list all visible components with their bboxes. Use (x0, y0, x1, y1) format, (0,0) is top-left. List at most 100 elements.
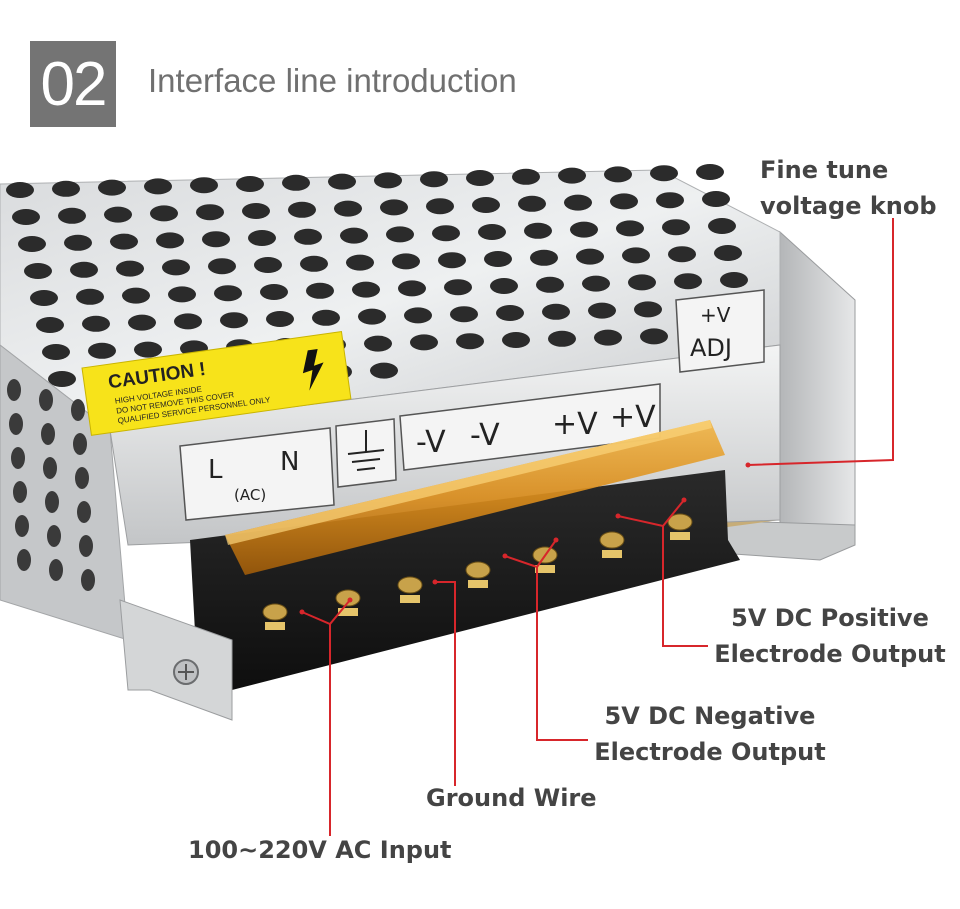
vent-hole (13, 481, 27, 503)
vent-hole (104, 206, 132, 223)
label-adj: ADJ (690, 334, 732, 362)
label-adj-plus-v: +V (700, 303, 731, 327)
vent-hole (134, 341, 162, 358)
vent-hole (714, 245, 742, 261)
vent-hole (380, 199, 408, 216)
vent-hole (300, 255, 328, 272)
vent-hole (88, 342, 116, 359)
vent-hole (668, 246, 696, 263)
vent-hole (604, 166, 632, 183)
vent-hole (42, 344, 70, 360)
vent-hole (24, 263, 52, 279)
vent-hole (49, 559, 63, 581)
vent-hole (616, 220, 644, 237)
vent-hole (558, 167, 586, 184)
vent-hole (662, 219, 690, 236)
vent-hole (530, 249, 558, 266)
vent-hole (456, 333, 484, 350)
vent-hole (374, 172, 402, 189)
vent-hole (288, 201, 316, 218)
vent-hole (628, 274, 656, 291)
terminal-screw (397, 576, 423, 603)
callout-negative: 5V DC Negative Electrode Output (590, 698, 830, 770)
vent-hole (202, 231, 230, 248)
vent-hole (696, 164, 724, 180)
callout-ground: Ground Wire (426, 784, 597, 812)
label-minus-v-2: -V (470, 418, 500, 453)
vent-hole (398, 280, 426, 297)
callout-negative-line2: Electrode Output (594, 738, 826, 766)
vent-hole (11, 447, 25, 469)
callout-positive: 5V DC Positive Electrode Output (710, 600, 950, 672)
vent-hole (47, 525, 61, 547)
caution-label: CAUTION ! HIGH VOLTAGE INSIDE DO NOT REM… (81, 330, 352, 436)
vent-hole (41, 423, 55, 445)
terminal-screw (335, 589, 361, 616)
ventilation-holes-side (7, 379, 95, 591)
vent-hole (39, 389, 53, 411)
vent-hole (156, 232, 184, 249)
vent-hole (358, 308, 386, 325)
vent-hole (306, 282, 334, 299)
vent-hole (248, 230, 276, 246)
vent-hole (30, 290, 58, 306)
vent-hole (352, 281, 380, 298)
vent-hole (502, 332, 530, 348)
vent-hole (650, 165, 678, 182)
leader-ground (435, 581, 456, 786)
label-ac: (AC) (234, 486, 266, 504)
vent-hole (328, 173, 356, 190)
vent-hole (128, 314, 156, 331)
vent-hole (656, 192, 684, 209)
vent-hole (190, 177, 218, 194)
section-title: Interface line introduction (148, 62, 517, 99)
vent-hole (364, 335, 392, 352)
vent-hole (340, 227, 368, 244)
vent-hole (392, 253, 420, 270)
vent-hole (708, 218, 736, 234)
vent-hole (346, 254, 374, 271)
callout-fine-tune: Fine tune voltage knob (760, 152, 937, 224)
vent-hole (174, 313, 202, 330)
vent-hole (162, 259, 190, 276)
vent-hole (70, 261, 98, 278)
vent-hole (450, 306, 478, 323)
vent-hole (64, 234, 92, 251)
vent-hole (702, 191, 730, 207)
callout-ac-input: 100~220V AC Input (188, 836, 452, 864)
vent-hole (214, 285, 242, 302)
vent-hole (386, 226, 414, 243)
vent-hole (12, 209, 40, 225)
vent-hole (404, 307, 432, 324)
vent-hole (426, 198, 454, 215)
vent-hole (52, 180, 80, 197)
vent-hole (432, 225, 460, 242)
vent-hole (98, 179, 126, 196)
vent-hole (73, 433, 87, 455)
vent-hole (6, 182, 34, 198)
vent-hole (48, 371, 76, 387)
vent-hole (196, 204, 224, 221)
vent-hole (220, 312, 248, 329)
vent-hole (7, 379, 21, 401)
label-live: L (208, 455, 223, 485)
vent-hole (110, 233, 138, 250)
vent-hole (75, 467, 89, 489)
leader-lines (301, 218, 894, 836)
vent-hole (610, 193, 638, 210)
vent-hole (370, 362, 398, 379)
callout-positive-line2: Electrode Output (714, 640, 946, 668)
vent-hole (266, 311, 294, 327)
vent-hole (254, 257, 282, 273)
vent-hole (58, 207, 86, 224)
callout-negative-line1: 5V DC Negative (604, 702, 816, 730)
terminal-label-strip: L N (AC) -V -V +V +V +V ADJ (179, 289, 765, 521)
vent-hole (294, 228, 322, 245)
vent-hole (36, 317, 64, 333)
terminal-screw (667, 513, 693, 540)
terminal-cover (225, 420, 725, 575)
vent-hole (582, 275, 610, 292)
vent-hole (208, 258, 236, 275)
vent-hole (564, 194, 592, 211)
